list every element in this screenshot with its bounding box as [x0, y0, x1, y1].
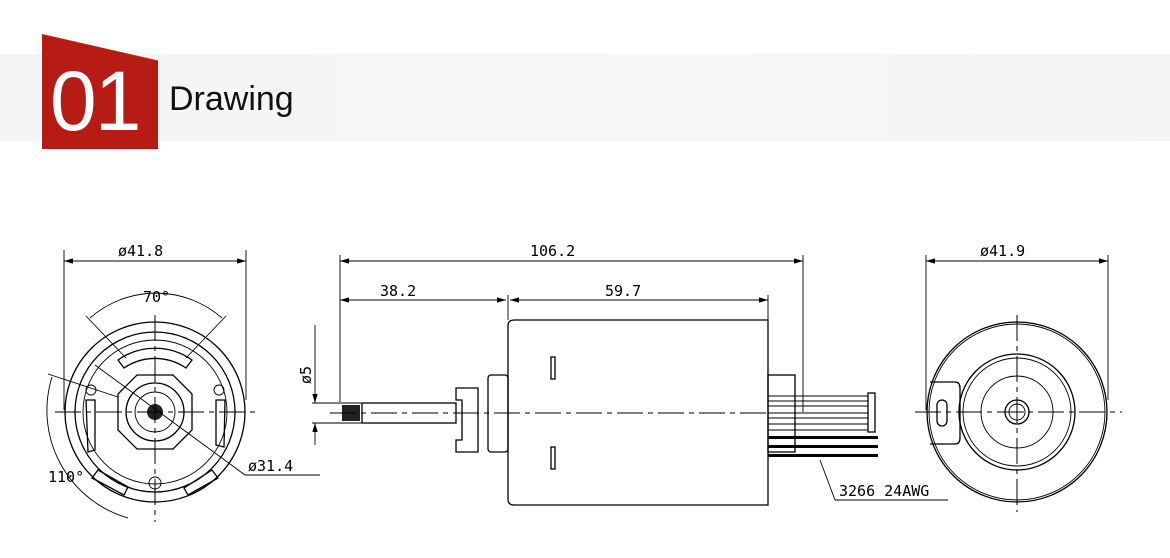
- section-title: Drawing: [169, 80, 294, 118]
- angle-110-label: 110°: [48, 468, 84, 486]
- rear-diameter-label: ø41.9: [980, 242, 1025, 260]
- front-view: ø41.8 70° 110° ø31.4: [46, 242, 320, 522]
- shaft-length-label: 38.2: [380, 282, 416, 300]
- body-length-label: 59.7: [605, 282, 641, 300]
- rear-view: ø41.9: [915, 242, 1122, 512]
- header-band: [0, 54, 1170, 141]
- shaft-diameter-label: ø5: [297, 366, 315, 384]
- side-view: 106.2 38.2 59.7 ø5: [297, 242, 948, 506]
- front-diameter-label: ø41.8: [118, 242, 163, 260]
- bolt-circle-label: ø31.4: [248, 457, 293, 475]
- section-number: 01: [50, 54, 141, 148]
- wire-bundle: [768, 392, 878, 457]
- overall-length-label: 106.2: [530, 242, 575, 260]
- wire-spec-label: 3266 24AWG: [839, 482, 929, 500]
- angle-70-label: 70°: [143, 288, 170, 306]
